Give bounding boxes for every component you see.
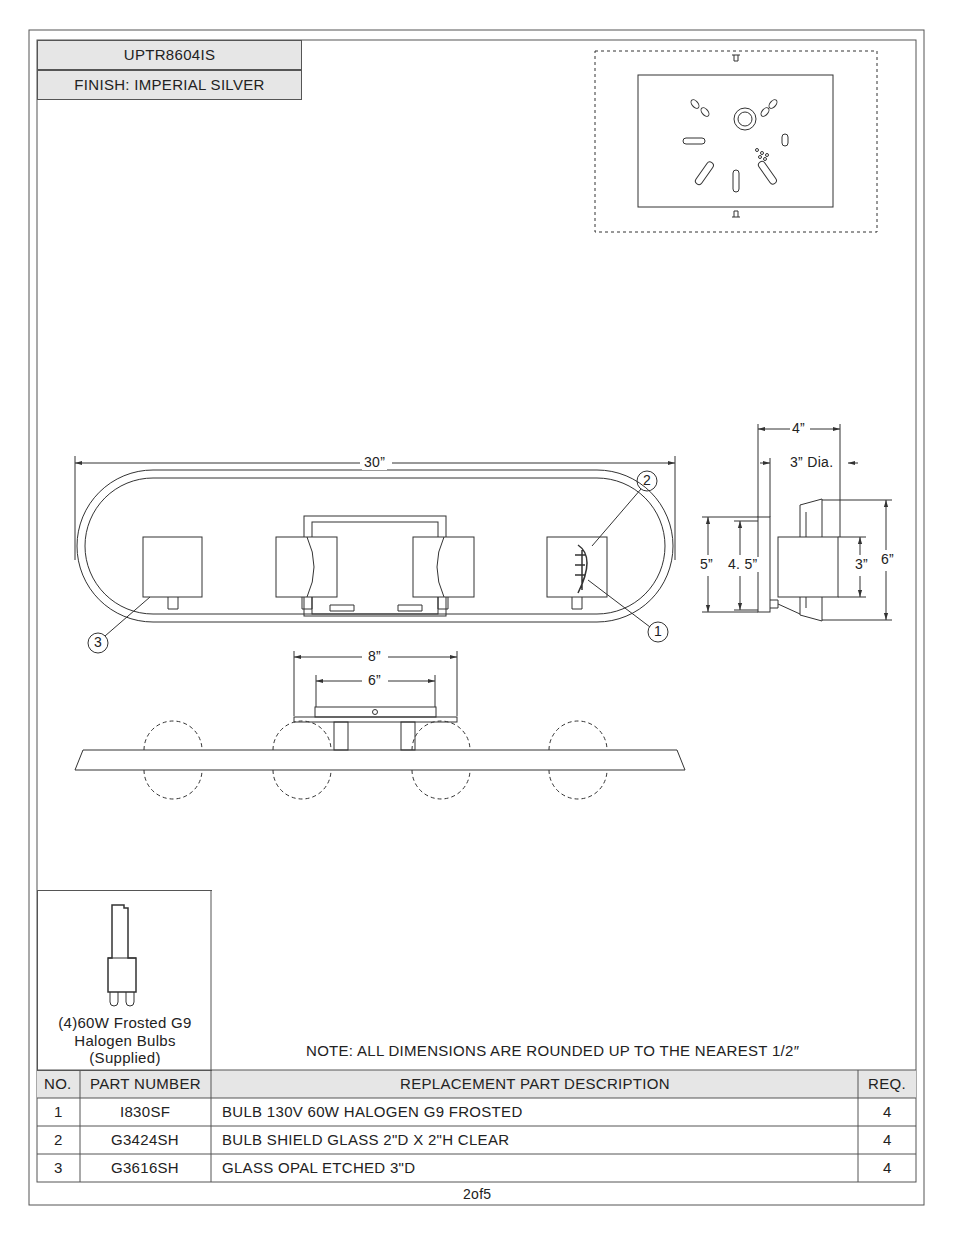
table-cell: 4 [883,1132,892,1149]
header-cell: FINISH: IMPERIAL SILVER [37,70,302,100]
table-header: REQ. [868,1076,906,1093]
table-cell: 4 [883,1104,892,1121]
table-cell: BULB 130V 60W HALOGEN G9 FROSTED [222,1104,523,1121]
table-cell: G3616SH [111,1160,179,1177]
dimension: 8” [366,649,383,664]
table-header: PART NUMBER [90,1076,201,1093]
header-cell: UPTR8604IS [37,40,302,70]
table-cell: G3424SH [111,1132,179,1149]
node-text: FINISH: IMPERIAL SILVER [74,76,264,93]
callout-number: 2 [643,473,651,488]
note: NOTE: ALL DIMENSIONS ARE ROUNDED UP TO T… [306,1043,799,1060]
dimension: 6” [366,673,383,688]
dimension: 3” [853,557,870,572]
table-header: NO. [44,1076,72,1093]
table-cell: GLASS OPAL ETCHED 3"D [222,1160,415,1177]
dimension: 6” [879,552,896,567]
callout-number: 3 [94,635,102,650]
node-text: UPTR8604IS [124,46,215,63]
table-cell: BULB SHIELD GLASS 2"D X 2"H CLEAR [222,1132,509,1149]
dimension: 5” [698,557,715,572]
dimension: 3” Dia. [788,455,835,470]
dimension: 30” [362,455,387,470]
table-cell: 1 [54,1104,63,1121]
dimension: 4. 5” [726,557,760,572]
table-cell: 2 [54,1132,63,1149]
table-cell: I830SF [120,1104,170,1121]
bulb-box: (4)60W Frosted G9 Halogen Bulbs (Supplie… [37,890,212,1071]
table-cell: 4 [883,1160,892,1177]
node-text: (4)60W Frosted G9 Halogen Bulbs (Supplie… [50,1014,200,1066]
table-header: REPLACEMENT PART DESCRIPTION [400,1076,670,1093]
table-cell: 3 [54,1160,63,1177]
dimension: 4” [790,421,807,436]
page-number: 2of5 [463,1187,491,1202]
callout-number: 1 [654,624,662,639]
